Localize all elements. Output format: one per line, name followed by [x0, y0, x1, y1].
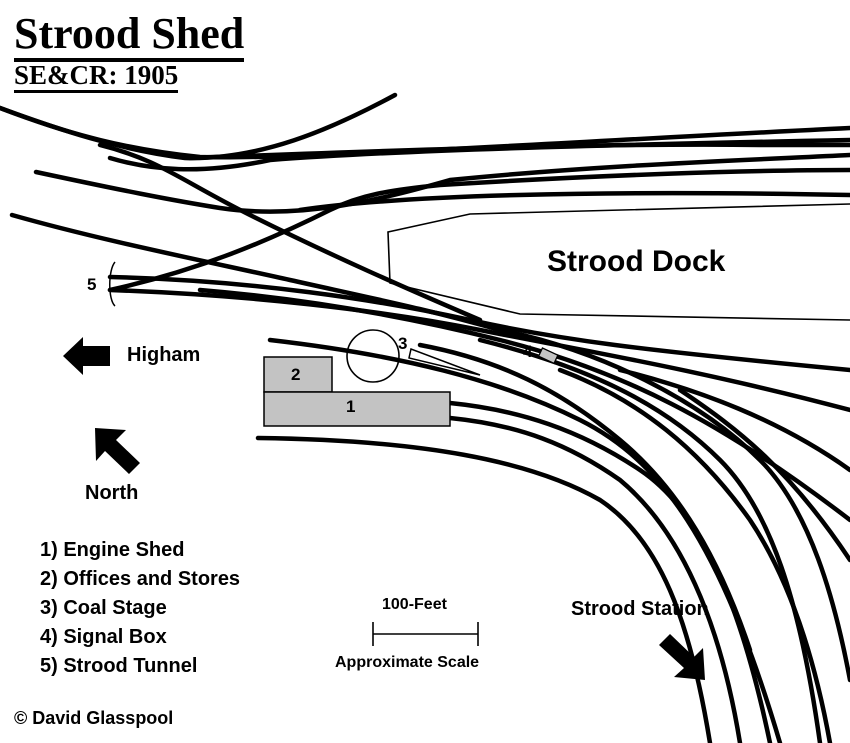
strood-dock-outline	[387, 203, 850, 321]
marker-signal-box: 4	[523, 342, 533, 361]
north-label: North	[85, 482, 139, 504]
legend-item: 2) Offices and Stores	[40, 568, 241, 590]
arrow-down-right-icon	[659, 634, 705, 680]
track	[447, 415, 743, 743]
track	[107, 287, 850, 413]
track	[447, 400, 773, 743]
track	[557, 367, 833, 743]
tracks	[0, 92, 850, 743]
engine-shed-building	[263, 391, 451, 427]
tunnel-portal	[109, 261, 116, 307]
signal-box	[537, 347, 559, 365]
legend: 1) Engine Shed 2) Offices and Stores 3) …	[40, 536, 240, 681]
credit: © David Glasspool	[14, 708, 174, 728]
strood-station-label: Strood Station	[571, 598, 709, 620]
track	[497, 327, 850, 683]
higham-label: Higham	[127, 344, 201, 366]
track	[297, 190, 850, 213]
marker-tunnel: 5	[87, 275, 97, 294]
track	[187, 142, 850, 161]
page-subtitle: SE&CR: 1905	[14, 60, 179, 93]
legend-item: 5) Strood Tunnel	[40, 655, 198, 677]
track	[107, 274, 850, 373]
strood-dock-label: Strood Dock	[547, 245, 726, 278]
track	[417, 342, 753, 653]
track	[477, 337, 823, 743]
track	[255, 435, 713, 743]
track	[617, 367, 850, 473]
track	[677, 387, 850, 563]
arrow-up-left-icon	[95, 428, 140, 474]
coal-stage	[408, 347, 481, 376]
turntable	[346, 329, 400, 383]
track	[107, 167, 850, 293]
marker-engine-shed: 1	[346, 397, 356, 416]
legend-item: 4) Signal Box	[40, 626, 167, 648]
marker-coal-stage: 3	[398, 334, 408, 353]
track	[97, 142, 483, 323]
offices-building	[263, 356, 333, 393]
legend-item: 1) Engine Shed	[40, 539, 185, 561]
arrow-left-icon	[63, 337, 110, 375]
scale-distance-label: 100-Feet	[382, 596, 447, 613]
track	[33, 152, 850, 214]
scale-bar	[372, 622, 479, 646]
legend-item: 3) Coal Stage	[40, 597, 167, 619]
scale-caption: Approximate Scale	[335, 654, 480, 671]
marker-offices: 2	[291, 365, 301, 384]
page-title: Strood Shed	[14, 10, 245, 62]
